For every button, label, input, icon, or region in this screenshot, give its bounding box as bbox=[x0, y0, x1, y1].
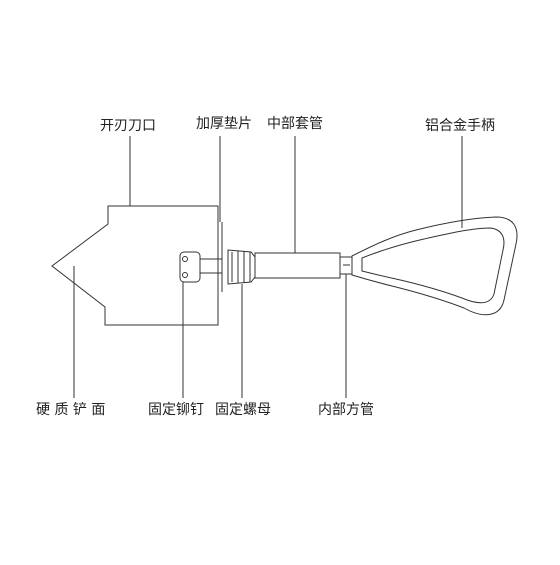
label-inner-tube: 内部方管 bbox=[318, 402, 374, 418]
rivet-shaft bbox=[199, 258, 223, 274]
rivet-key bbox=[179, 251, 201, 283]
label-nut: 固定螺母 bbox=[215, 402, 271, 418]
middle-sleeve-tube bbox=[254, 252, 341, 279]
label-handle: 铝合金手柄 bbox=[425, 118, 495, 134]
label-middle-sleeve: 中部套管 bbox=[267, 116, 323, 132]
aluminum-handle bbox=[351, 216, 518, 316]
label-blade-edge: 开刃刀口 bbox=[100, 118, 156, 134]
handle-inner-grip bbox=[361, 227, 505, 304]
rivet-hole-top bbox=[182, 256, 188, 262]
label-blade-face: 硬 质 铲 面 bbox=[36, 402, 106, 418]
label-rivet: 固定铆钉 bbox=[148, 402, 204, 418]
shovel-blade bbox=[51, 205, 219, 326]
label-spacer: 加厚垫片 bbox=[196, 116, 252, 132]
rivet-hole-bottom bbox=[182, 272, 188, 278]
